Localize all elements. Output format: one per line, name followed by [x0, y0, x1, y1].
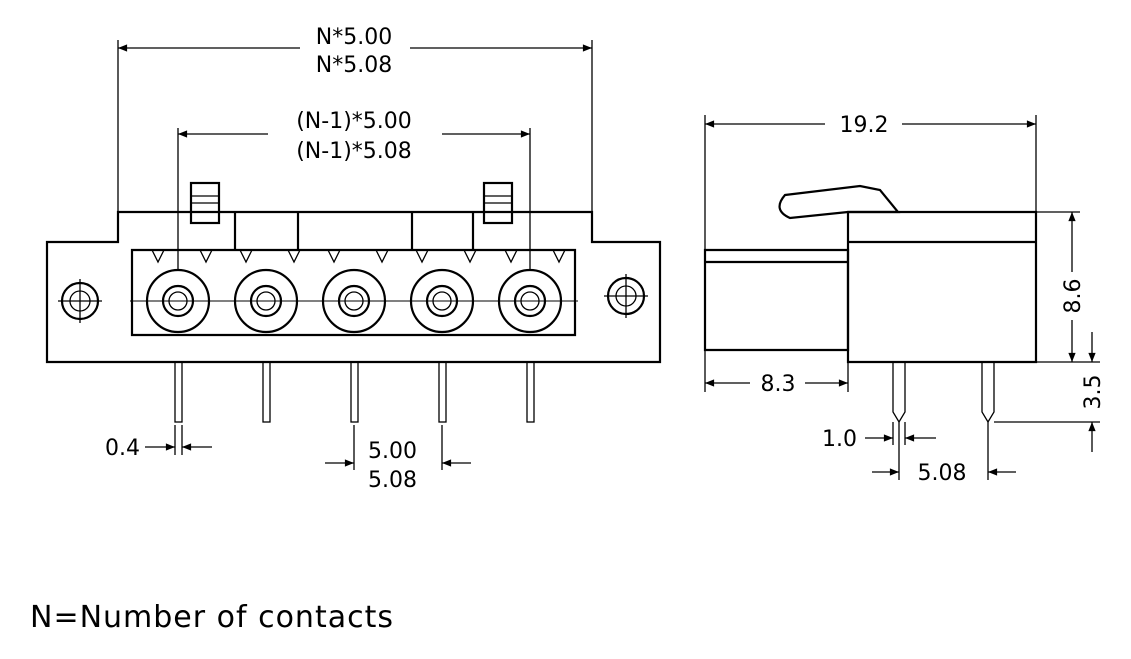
- side-view: 19.2 8.3 8.6 3.5 1.0 5.08: [703, 113, 1106, 486]
- latch-lever: [778, 184, 901, 220]
- overall-width-label-1: N*5.00: [316, 25, 392, 50]
- row-spacing-label: 5.08: [918, 461, 967, 486]
- front-pins: [174, 361, 535, 423]
- pin-pitch-label-2: 5.08: [368, 468, 417, 493]
- mounting-hole-right: [604, 274, 648, 318]
- pin-width-label: 0.4: [105, 436, 140, 461]
- pin-diameter-label: 1.0: [822, 427, 857, 452]
- pitch-span-label-2: (N-1)*5.08: [296, 139, 412, 164]
- pitch-span-label-1: (N-1)*5.00: [296, 109, 412, 134]
- overall-width-label-2: N*5.08: [316, 53, 392, 78]
- footnote: N=Number of contacts: [30, 600, 394, 635]
- front-housing-outline: [45, 210, 662, 364]
- plug-depth-label: 8.3: [761, 372, 796, 397]
- pin-pitch-label-1: 5.00: [368, 439, 417, 464]
- front-view: N*5.00 N*5.08 (N-1)*5.00 (N-1)*5.08 0.4 …: [45, 25, 662, 493]
- depth-label: 19.2: [840, 113, 889, 138]
- height-label: 8.6: [1061, 279, 1086, 314]
- pin-length-label: 3.5: [1081, 375, 1106, 410]
- mounting-hole-left: [58, 279, 102, 323]
